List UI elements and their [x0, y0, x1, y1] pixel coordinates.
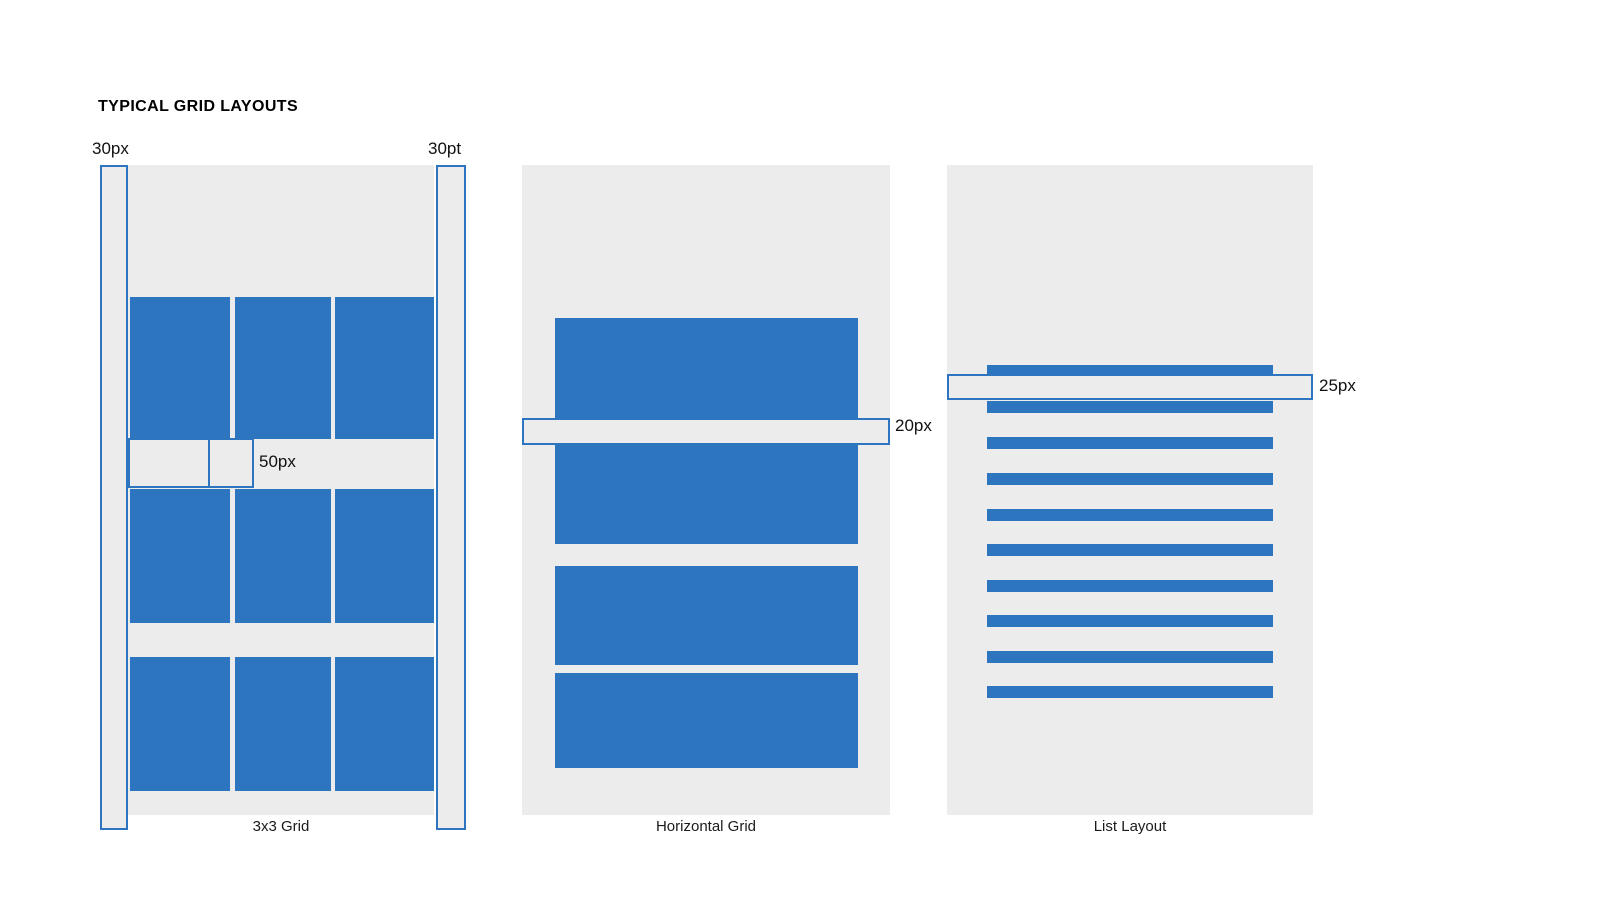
list-item[interactable]	[987, 615, 1273, 627]
grid-cell-r3c3[interactable]	[335, 657, 434, 791]
list-item[interactable]	[987, 544, 1273, 556]
caption-horizontal-grid: Horizontal Grid	[655, 818, 757, 835]
list-item[interactable]	[987, 580, 1273, 592]
list-item[interactable]	[987, 651, 1273, 663]
panel-list-layout	[947, 165, 1313, 815]
right-margin-label: 30pt	[428, 139, 462, 158]
horizontal-block-2[interactable]	[555, 444, 858, 544]
grid-cell-r2c1[interactable]	[130, 489, 230, 623]
list-gutter-label: 25px	[1319, 376, 1356, 395]
list-item[interactable]	[987, 401, 1273, 413]
caption-3x3-grid: 3x3 Grid	[252, 818, 310, 835]
left-margin-label: 30px	[92, 139, 129, 158]
grid-cell-r3c1[interactable]	[130, 657, 230, 791]
list-gutter-measure-box	[947, 374, 1313, 400]
left-margin-measure-bar	[100, 165, 128, 830]
grid-cell-r2c3[interactable]	[335, 489, 434, 623]
grid-cell-r1c2[interactable]	[235, 297, 331, 439]
horizontal-gutter-label: 20px	[895, 416, 932, 435]
grid-cell-r1c1[interactable]	[130, 297, 230, 439]
grid-cell-r1c3[interactable]	[335, 297, 434, 439]
horizontal-block-4[interactable]	[555, 673, 858, 768]
horizontal-gutter-measure-box	[522, 418, 890, 445]
horizontal-block-1[interactable]	[555, 318, 858, 418]
list-item[interactable]	[987, 686, 1273, 698]
grid-gutter-measure-box-vertical	[208, 438, 254, 488]
list-item[interactable]	[987, 437, 1273, 449]
grid-gutter-measure-box-horizontal	[128, 438, 210, 488]
list-item[interactable]	[987, 473, 1273, 485]
right-margin-measure-bar	[436, 165, 466, 830]
grid-gutter-label: 50px	[259, 452, 296, 471]
horizontal-block-3[interactable]	[555, 566, 858, 665]
list-item[interactable]	[987, 509, 1273, 521]
grid-cell-r3c2[interactable]	[235, 657, 331, 791]
page-title: TYPICAL GRID LAYOUTS	[98, 98, 299, 115]
grid-cell-r2c2[interactable]	[235, 489, 331, 623]
caption-list-layout: List Layout	[1093, 818, 1167, 835]
